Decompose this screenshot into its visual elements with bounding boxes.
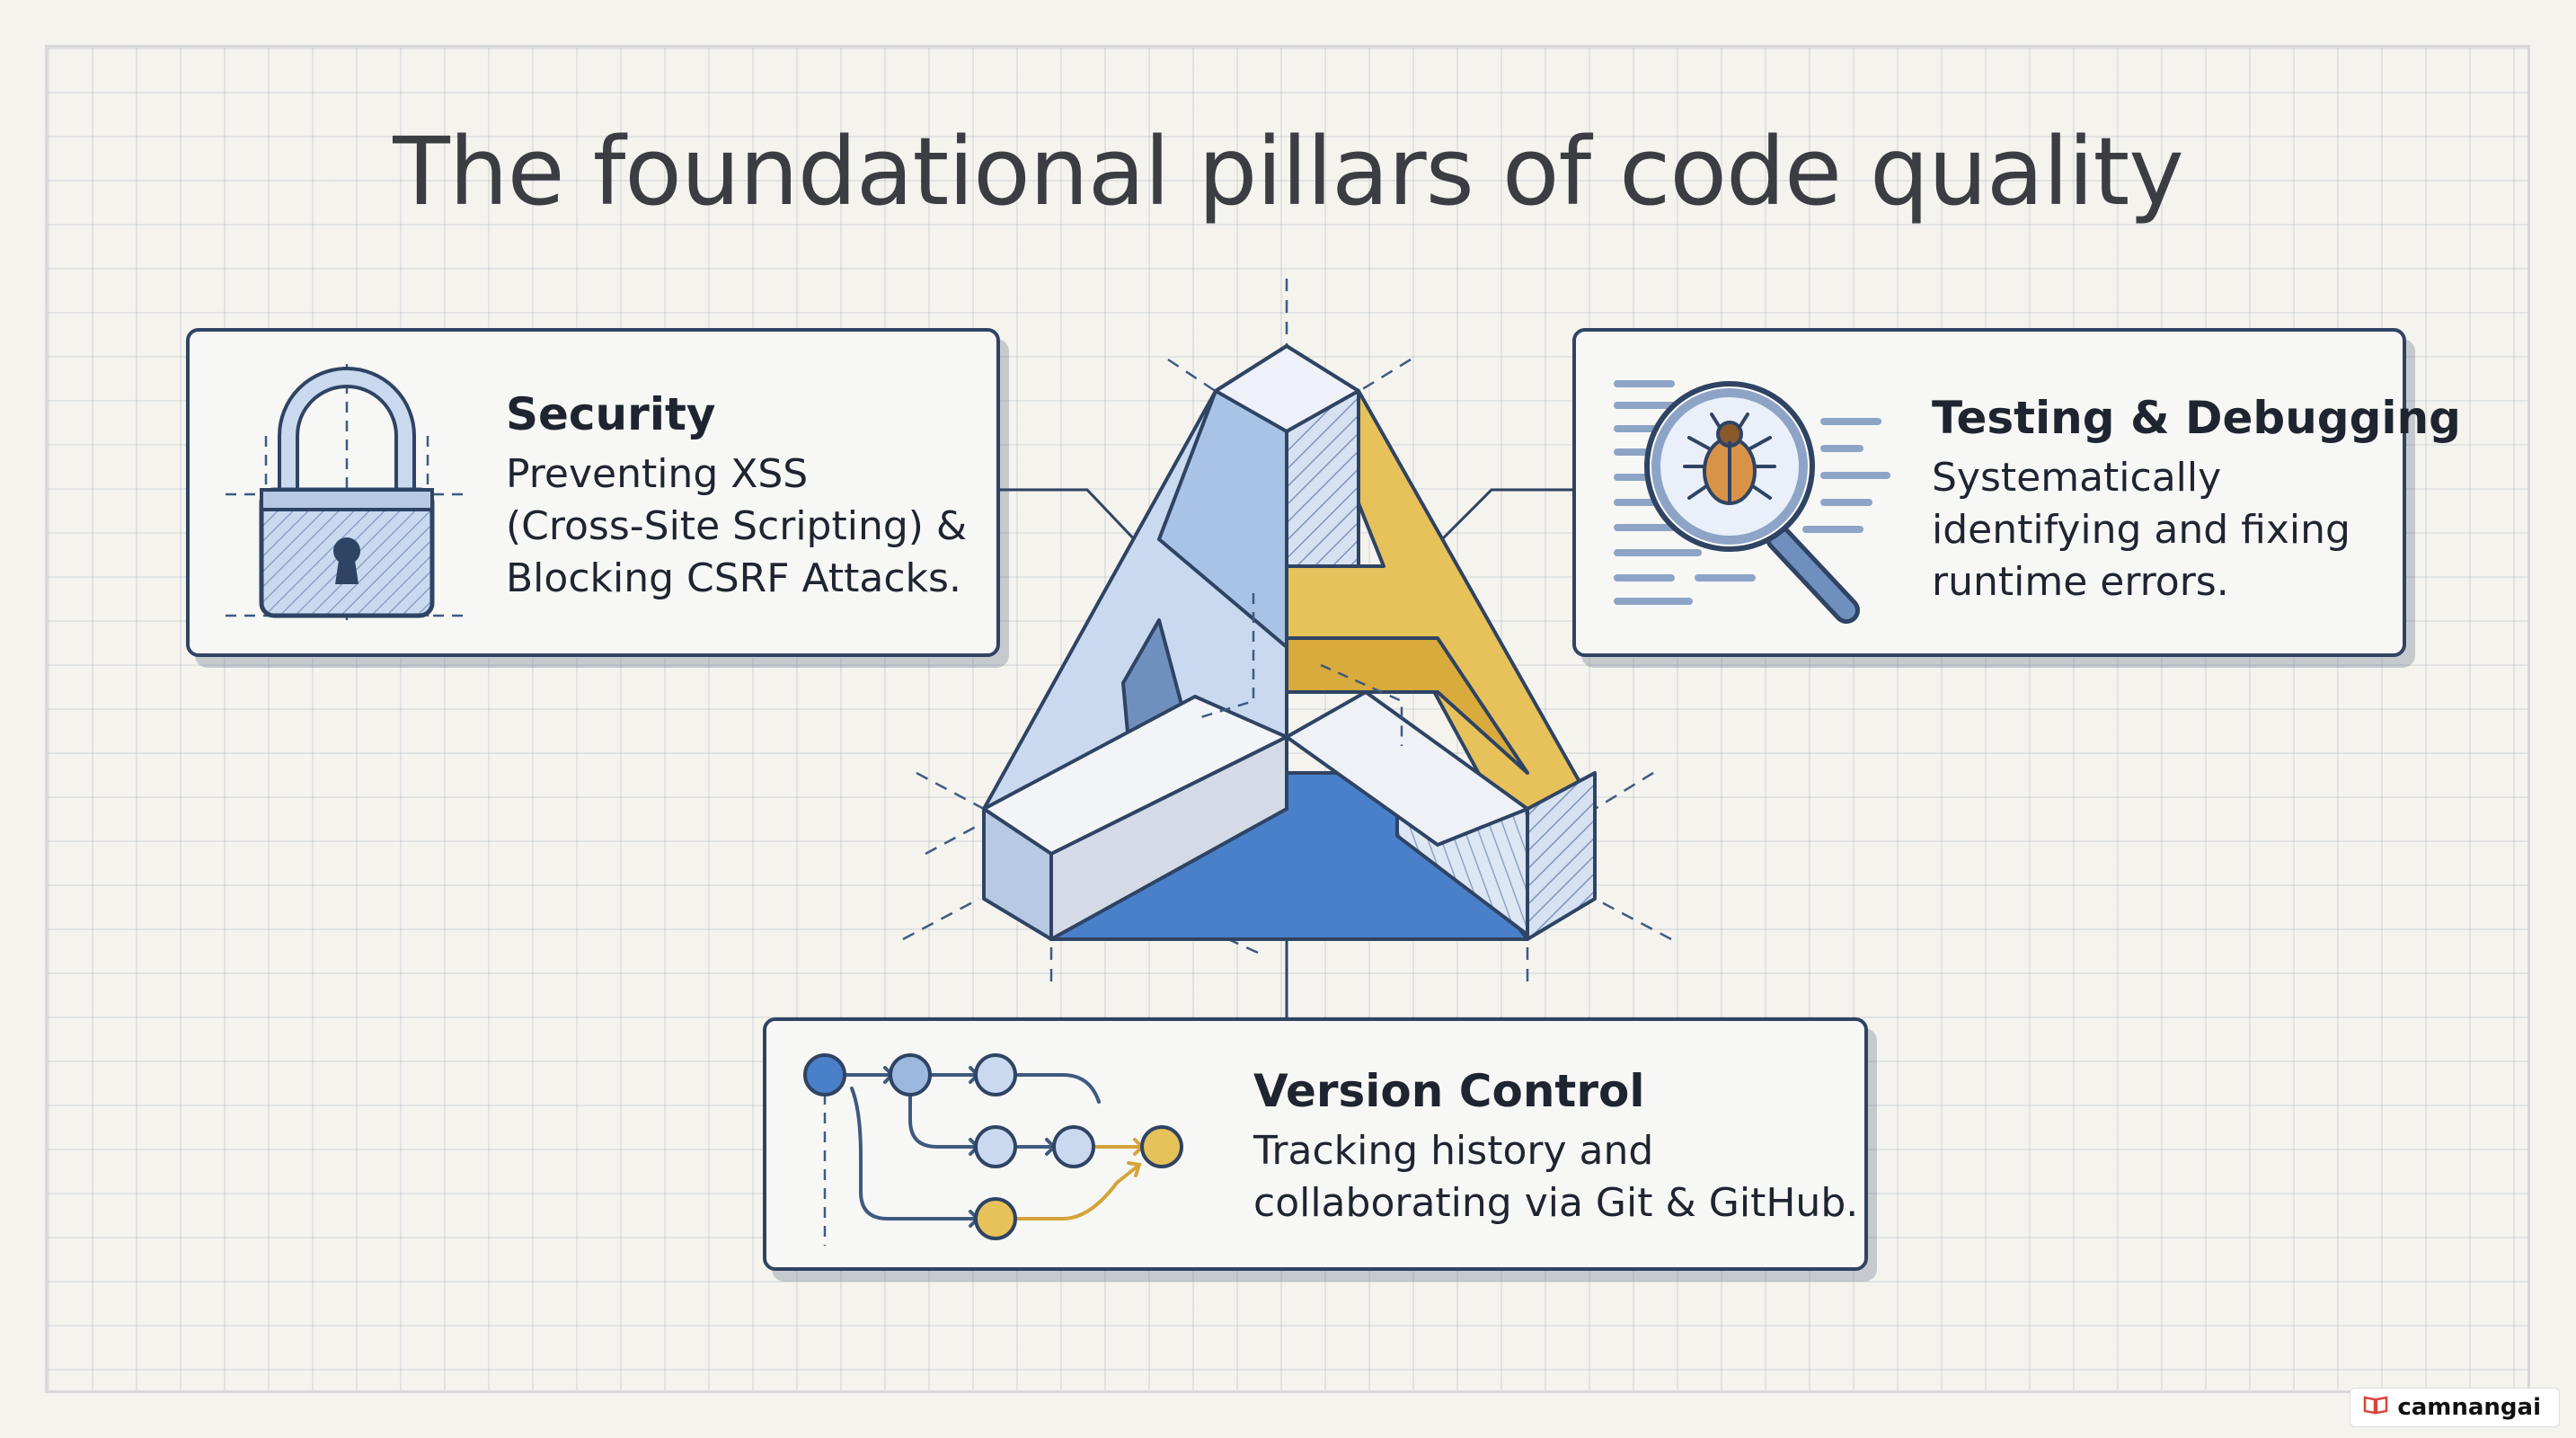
testing-heading: Testing & Debugging [1932, 392, 2461, 444]
git-branch-icon [802, 1048, 1216, 1259]
watermark-badge: camnangai [2350, 1388, 2560, 1427]
book-icon [2363, 1394, 2388, 1421]
magnifier-bug-icon [1608, 368, 1914, 633]
testing-description: Systematically identifying and fixing ru… [1932, 455, 2350, 605]
security-description: Preventing XSS (Cross-Site Scripting) & … [506, 451, 968, 601]
impossible-triangle-icon [899, 270, 1689, 993]
security-heading: Security [506, 388, 716, 440]
version-description: Tracking history and collaborating via G… [1253, 1128, 1859, 1226]
version-control-card: Version Control Tracking history and col… [763, 1017, 1868, 1271]
security-card: Security Preventing XSS (Cross-Site Scri… [186, 328, 1000, 657]
page-title: The foundational pillars of code quality [393, 117, 2184, 226]
watermark-label: camnangai [2397, 1394, 2541, 1421]
version-heading: Version Control [1253, 1065, 1645, 1117]
testing-debugging-card: Testing & Debugging Systematically ident… [1572, 328, 2461, 657]
padlock-icon [226, 364, 468, 629]
